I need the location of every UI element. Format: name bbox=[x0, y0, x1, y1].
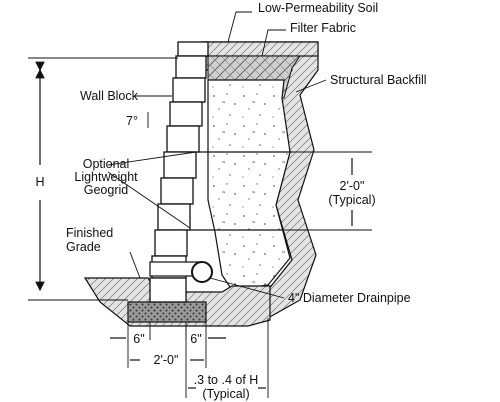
label-geogrid-line3: Geogrid bbox=[84, 183, 129, 197]
height-dimension bbox=[28, 57, 178, 301]
base-block bbox=[149, 277, 187, 303]
structural-backfill bbox=[207, 79, 291, 291]
embedment-dimension bbox=[185, 318, 269, 398]
label-batter-angle: 7° bbox=[126, 114, 138, 128]
gravel-leveling-pad bbox=[127, 301, 207, 323]
leader-finished-grade bbox=[129, 251, 141, 279]
label-height: H bbox=[35, 175, 44, 189]
label-embedment-line2: (Typical) bbox=[202, 387, 249, 401]
label-base-width: 2'-0" bbox=[154, 353, 179, 367]
label-drainpipe: 4" Diameter Drainpipe bbox=[288, 291, 411, 305]
leader-geogrid-2 bbox=[107, 171, 191, 229]
label-geogrid-spacing-note: (Typical) bbox=[328, 193, 375, 207]
leader-low-perm-soil bbox=[227, 11, 252, 43]
label-finished-grade-line2: Grade bbox=[66, 240, 101, 254]
drainpipe bbox=[191, 261, 213, 283]
wall-block-stack bbox=[151, 41, 209, 279]
label-wall-block: Wall Block bbox=[80, 89, 139, 103]
label-structural-backfill: Structural Backfill bbox=[330, 73, 427, 87]
label-base-left: 6" bbox=[133, 332, 144, 346]
label-embedment-line1: .3 to .4 of H bbox=[194, 373, 259, 387]
label-geogrid-spacing: 2'-0" bbox=[340, 179, 365, 193]
low-permeability-soil-cap bbox=[201, 41, 319, 57]
geogrid-spacing-dimension bbox=[282, 151, 372, 231]
label-low-permeability-soil: Low-Permeability Soil bbox=[258, 1, 378, 15]
leader-backfill bbox=[295, 79, 327, 93]
label-filter-fabric: Filter Fabric bbox=[290, 21, 356, 35]
label-finished-grade-line1: Finished bbox=[66, 226, 113, 240]
label-base-right: 6" bbox=[190, 332, 201, 346]
label-geogrid-line1: Optional bbox=[83, 157, 130, 171]
leader-filter-fabric bbox=[261, 29, 286, 57]
label-geogrid-line2: Lightweight bbox=[74, 170, 138, 184]
base-width-dimension bbox=[110, 322, 226, 368]
leader-geogrid-1 bbox=[107, 151, 197, 166]
leader-drainpipe bbox=[209, 277, 285, 299]
